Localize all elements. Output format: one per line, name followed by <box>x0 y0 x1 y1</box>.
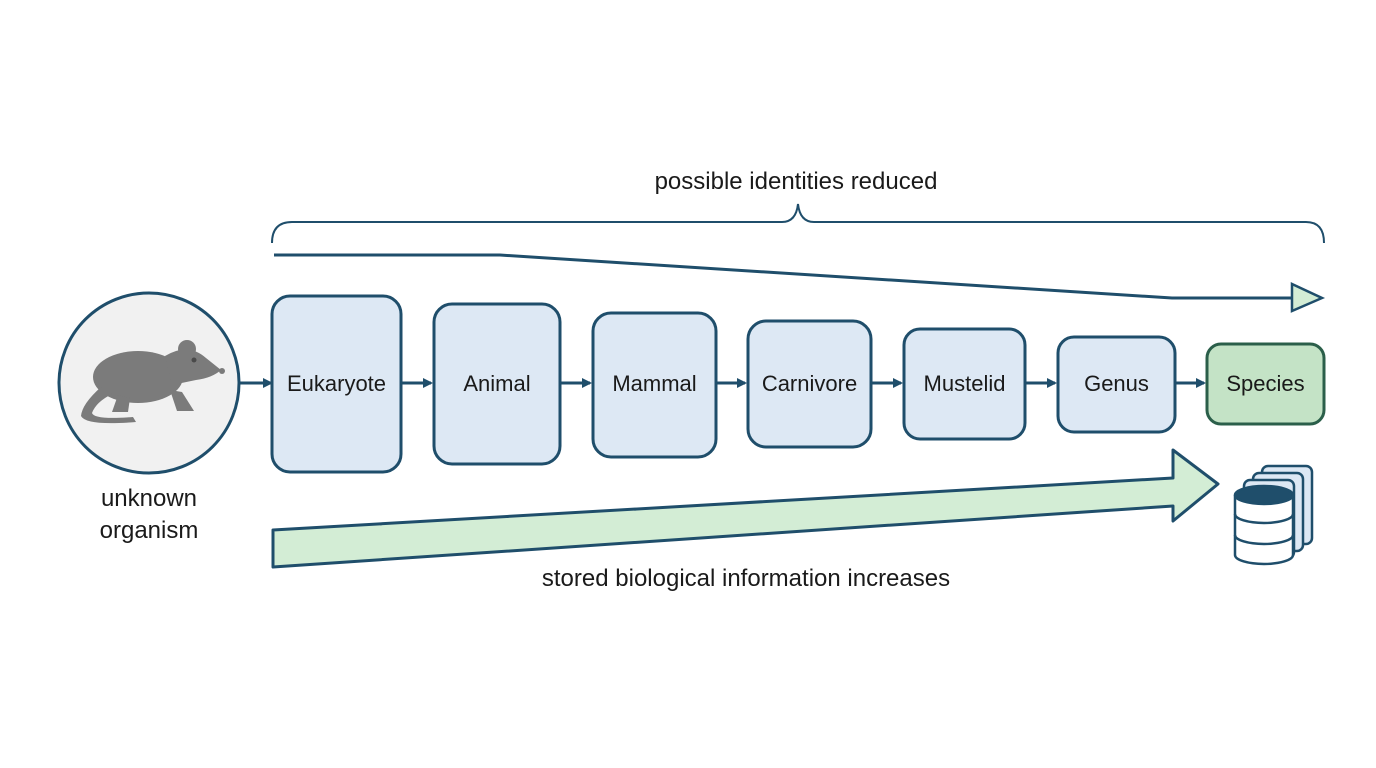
stage-label: Carnivore <box>762 371 857 396</box>
stage-genus: Genus <box>1056 335 1177 434</box>
stage-label: Mammal <box>612 371 696 396</box>
top-brace <box>271 203 1325 244</box>
organism-label-line2: organism <box>100 517 199 544</box>
top-label: possible identities reduced <box>655 168 938 195</box>
organism-label-line1: unknown <box>101 485 197 512</box>
rat-eye <box>191 357 197 363</box>
stage-mammal: Mammal <box>591 311 718 459</box>
stage-label: Species <box>1226 371 1304 396</box>
narrowing-arrow-line <box>274 253 1295 300</box>
stage-label: Animal <box>463 371 530 396</box>
stage-carnivore: Carnivore <box>746 319 873 449</box>
stage-mustelid: Mustelid <box>902 327 1027 441</box>
stage-label: Mustelid <box>924 371 1006 396</box>
stage-eukaryote: Eukaryote <box>270 294 403 474</box>
information-arrow <box>271 448 1220 569</box>
bottom-label: stored biological information increases <box>542 565 950 592</box>
narrowing-arrow-head <box>1290 282 1326 313</box>
database-stack-icon <box>1233 464 1314 566</box>
stage-label: Eukaryote <box>287 371 386 396</box>
stage-species: Species <box>1205 342 1326 426</box>
stage-label: Genus <box>1084 371 1149 396</box>
rat-icon <box>81 340 225 424</box>
stage-animal: Animal <box>432 302 562 466</box>
organism-circle <box>57 291 241 475</box>
